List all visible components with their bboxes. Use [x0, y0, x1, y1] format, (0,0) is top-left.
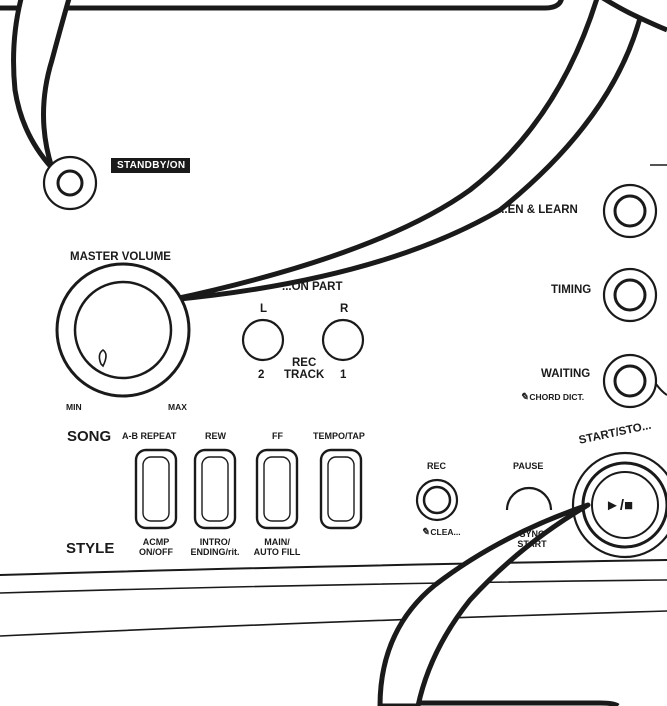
start-stop-symbol: ►/■ [605, 497, 634, 514]
lesson-right-button[interactable] [321, 318, 365, 362]
callout-balloon-right [638, 15, 667, 33]
lesson-left-button[interactable] [241, 318, 285, 362]
timing-label: TIMING [551, 284, 592, 296]
pencil-icon: ✎ [520, 392, 529, 403]
main-autofill-label: MAIN/ AUTO FILL [249, 537, 305, 557]
main-autofill-label-line1: MAIN/ [264, 537, 290, 547]
start-stop-button-inner [591, 471, 659, 539]
intro-ending-label-line1: INTRO/ [199, 537, 231, 547]
panel-ledge-middle [0, 579, 667, 594]
callout-pointer-volume [167, 0, 643, 303]
intro-ending-label-line2: ENDING/rit. [190, 546, 240, 557]
callout-balloon-top [0, 0, 564, 11]
waiting-button-inner [613, 364, 647, 398]
callout-pointer-start-stop [377, 502, 591, 706]
listen-learn-label: ...EN & LEARN [498, 204, 578, 216]
sync-start-label-line1: SYNC [519, 529, 545, 539]
rec-label: REC [427, 461, 447, 471]
waiting-label: WAITING [541, 368, 591, 380]
track-left-number: 2 [258, 369, 265, 381]
callout-balloon-bottom [418, 700, 620, 706]
song-label: SONG [67, 428, 112, 445]
intro-ending-label: INTRO/ ENDING/rit. [187, 537, 243, 557]
pause-label: PAUSE [513, 461, 544, 471]
transport-button-group [134, 448, 363, 530]
standby-button-inner [56, 169, 84, 197]
lesson-left-label: L [260, 303, 268, 315]
pause-button[interactable] [505, 486, 553, 511]
main-autofill-label-line2: AUTO FILL [253, 546, 301, 557]
sync-start-label-line2: START [517, 538, 547, 549]
chord-dict-text: CHORD DICT. [529, 392, 585, 402]
track-right-number: 1 [340, 369, 347, 381]
master-volume-max-label: MAX [168, 402, 187, 412]
waiting-pointer-line [655, 383, 667, 396]
acmp-label: ACMP ON/OFF [136, 537, 176, 557]
ff-label: FF [272, 431, 283, 441]
clear-label: ✎CLEA... [421, 528, 461, 538]
acmp-label-line2: ON/OFF [139, 546, 173, 557]
master-volume-min-label: MIN [66, 402, 82, 412]
standby-label: STANDBY/ON [111, 158, 191, 173]
rec-track-label-1: REC [292, 357, 317, 369]
master-volume-label: MASTER VOLUME [70, 251, 171, 263]
pencil-icon: ✎ [421, 527, 430, 538]
callout-pointer-standby [11, 0, 72, 171]
rec-button-inner [422, 485, 452, 515]
master-volume-knob-inner [73, 280, 173, 380]
panel-ledge-upper [0, 559, 667, 576]
rew-label: REW [205, 431, 226, 441]
sync-start-label: SYNC START [510, 529, 554, 549]
style-label: STYLE [66, 540, 115, 557]
lesson-part-label: ...ON PART [282, 281, 343, 293]
lesson-right-label: R [340, 303, 349, 315]
acmp-label-line1: ACMP [142, 537, 170, 547]
tempo-tap-label: TEMPO/TAP [313, 431, 365, 441]
master-volume-indicator [98, 349, 107, 368]
clear-label-text: CLEA... [430, 527, 461, 537]
rec-track-label-2: TRACK [284, 369, 325, 381]
listen-learn-button-inner [613, 194, 647, 228]
panel-ledge-lower [0, 610, 667, 637]
ab-repeat-label: A-B REPEAT [122, 431, 177, 441]
chord-dict-label: ✎CHORD DICT. [520, 393, 584, 403]
timing-button-inner [613, 278, 647, 312]
